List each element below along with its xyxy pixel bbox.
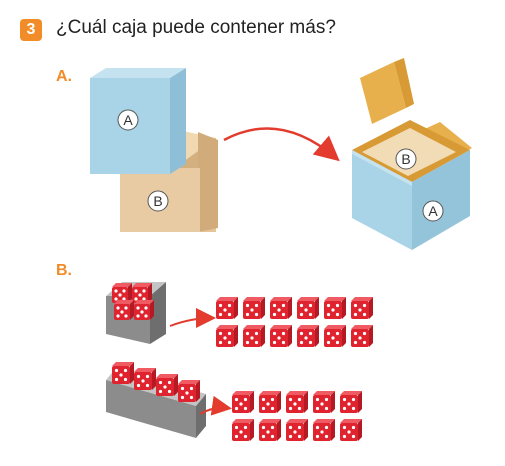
container-1-die-1	[112, 283, 132, 303]
result-2-die-4	[313, 391, 335, 413]
container-1-die-3	[114, 300, 134, 320]
result-1-die-6	[351, 297, 373, 319]
box-b-label-circle	[147, 190, 169, 212]
open-box-a-label-circle	[422, 200, 444, 222]
part-a-label: A.	[56, 68, 72, 85]
result-1-die-9	[270, 325, 292, 347]
container-1-die-4	[134, 300, 154, 320]
part-b-arrow-2	[199, 395, 232, 416]
container-2-die-4	[178, 380, 200, 402]
open-box-a-label: A	[428, 203, 438, 219]
result-1-die-7	[216, 325, 238, 347]
result-1-die-10	[297, 325, 319, 347]
result-1-die-4	[297, 297, 319, 319]
dice-layer	[106, 282, 373, 441]
result-1-die-8	[243, 325, 265, 347]
result-2-die-1	[232, 391, 254, 413]
result-1-die-1	[216, 297, 238, 319]
result-1-die-12	[351, 325, 373, 347]
result-2-die-8	[286, 419, 308, 441]
container-2-die-1	[112, 362, 134, 384]
result-2-die-5	[340, 391, 362, 413]
question-number-badge: 3	[20, 19, 42, 41]
result-2-die-9	[313, 419, 335, 441]
part-b-label: B.	[56, 262, 72, 279]
question-text: ¿Cuál caja puede contener más?	[56, 17, 336, 38]
result-1-die-5	[324, 297, 346, 319]
result-2-die-7	[259, 419, 281, 441]
result-2-die-3	[286, 391, 308, 413]
result-1-die-3	[270, 297, 292, 319]
part-b-arrow-1	[169, 308, 216, 329]
box-b-label: B	[153, 193, 162, 209]
result-1-die-11	[324, 325, 346, 347]
open-box-b-label-circle	[395, 148, 417, 170]
box-a-label: A	[123, 112, 133, 128]
result-2-die-6	[232, 419, 254, 441]
result-1-die-2	[243, 297, 265, 319]
box-a-open	[352, 58, 472, 250]
open-box-b-label: B	[401, 151, 410, 167]
container-1-die-2	[132, 283, 152, 303]
box-a-label-circle	[117, 109, 139, 131]
container-2-die-3	[156, 374, 178, 396]
result-2-die-2	[259, 391, 281, 413]
result-2-die-10	[340, 419, 362, 441]
part-a-arrow	[223, 127, 340, 162]
box-b-closed	[120, 130, 218, 232]
container-2-die-2	[134, 368, 156, 390]
